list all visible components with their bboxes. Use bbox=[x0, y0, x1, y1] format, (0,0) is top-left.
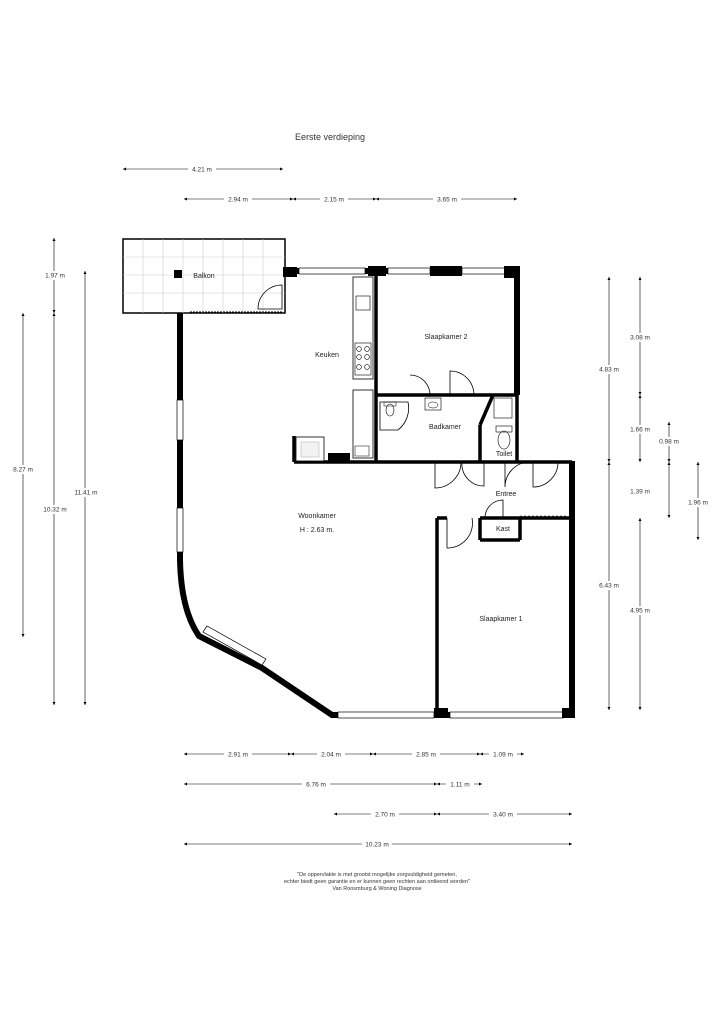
window-icon bbox=[449, 711, 564, 719]
dim-bottom-2-85: 2.85 m bbox=[416, 752, 436, 759]
window-icon bbox=[176, 507, 184, 553]
door-icon bbox=[449, 370, 475, 396]
room-label-keuken: Keuken bbox=[315, 352, 339, 359]
dim-right-4-95: 4.95 m bbox=[630, 608, 650, 615]
dim-bottom-1-09: 1.09 m bbox=[493, 752, 513, 759]
dim-top-2-94: 2.94 m bbox=[228, 197, 248, 204]
dim-left-8-27: 8.27 m bbox=[13, 467, 33, 474]
dim-left-11-41: 11.41 m bbox=[74, 490, 97, 497]
dimension-labels: 4.21 m 2.94 m 2.15 m 3.65 m 1.97 m 8.27 … bbox=[10, 165, 711, 849]
disclaimer-line-2: echter biedt geen garantie en er kunnen … bbox=[284, 879, 470, 885]
window-icon bbox=[176, 399, 184, 441]
boiler-icon bbox=[493, 397, 513, 419]
window-icon bbox=[298, 267, 366, 275]
dim-right-6-43: 6.43 m bbox=[599, 583, 619, 590]
kitchen-counter bbox=[295, 276, 374, 462]
dim-right-3-08: 3.08 m bbox=[630, 335, 650, 342]
dim-bottom-2-91: 2.91 m bbox=[228, 752, 248, 759]
dim-bottom-1-11: 1.11 m bbox=[450, 782, 469, 789]
room-label-slaapkamer-1: Slaapkamer 1 bbox=[479, 616, 522, 623]
stove-icon bbox=[354, 342, 372, 376]
door-icon bbox=[446, 517, 473, 549]
room-label-slaapkamer-2: Slaapkamer 2 bbox=[424, 334, 467, 341]
dim-right-0-98: 0.98 m bbox=[659, 439, 679, 446]
dim-left-10-32: 10.32 m bbox=[43, 507, 67, 514]
disclaimer-line-1: "De oppervlakte is met grootst mogelijke… bbox=[297, 872, 457, 878]
dim-top-4-21: 4.21 m bbox=[192, 167, 212, 174]
dim-left-1-97: 1.97 m bbox=[45, 273, 65, 280]
dim-top-2-15: 2.15 m bbox=[324, 197, 344, 204]
room-label-entree: Entree bbox=[496, 491, 517, 498]
column-icon bbox=[174, 270, 182, 278]
doors bbox=[409, 370, 568, 549]
dim-bottom-2-70: 2.70 m bbox=[375, 812, 395, 819]
dim-right-1-96: 1.96 m bbox=[688, 500, 708, 507]
sink-icon bbox=[355, 295, 371, 311]
window-icon bbox=[202, 625, 267, 666]
bathroom-fixtures bbox=[379, 397, 513, 450]
washbasin-icon bbox=[424, 397, 442, 411]
window-icon bbox=[337, 711, 435, 719]
door-icon bbox=[461, 461, 485, 487]
toilet-icon bbox=[497, 430, 511, 450]
dim-bottom-10-23: 10.23 m bbox=[365, 842, 389, 849]
toilet-bowl-icon bbox=[385, 403, 395, 417]
window-icon bbox=[387, 267, 431, 275]
ceiling-height-label: H : 2.63 m. bbox=[300, 527, 334, 534]
door-icon bbox=[532, 461, 559, 488]
disclaimer-line-3: Van Roosmburg & Woning Diagnose bbox=[332, 886, 421, 892]
room-label-badkamer: Badkamer bbox=[429, 424, 462, 431]
floor-title: Eerste verdieping bbox=[295, 132, 365, 142]
room-label-balkon: Balkon bbox=[193, 273, 215, 280]
room-label-toilet: Toilet bbox=[496, 451, 512, 458]
balcony bbox=[122, 238, 286, 314]
dim-right-4-83: 4.83 m bbox=[599, 367, 619, 374]
dim-right-1-39: 1.39 m bbox=[630, 489, 650, 496]
dim-bottom-6-76: 6.76 m bbox=[306, 782, 326, 789]
dim-bottom-3-40: 3.40 m bbox=[493, 812, 513, 819]
interior-walls bbox=[292, 271, 572, 715]
door-icon bbox=[434, 461, 462, 489]
door-icon bbox=[504, 461, 531, 488]
room-label-kast: Kast bbox=[496, 526, 510, 533]
disclaimer: "De oppervlakte is met grootst mogelijke… bbox=[284, 872, 470, 892]
door-icon bbox=[484, 499, 504, 519]
balcony-door-icon bbox=[257, 284, 283, 310]
dim-bottom-2-04: 2.04 m bbox=[321, 752, 341, 759]
dim-right-1-66: 1.66 m bbox=[630, 427, 650, 434]
dim-top-3-65: 3.65 m bbox=[437, 197, 457, 204]
shower-icon bbox=[379, 401, 409, 431]
exterior-walls bbox=[176, 266, 575, 719]
room-label-woonkamer: Woonkamer bbox=[298, 513, 336, 520]
